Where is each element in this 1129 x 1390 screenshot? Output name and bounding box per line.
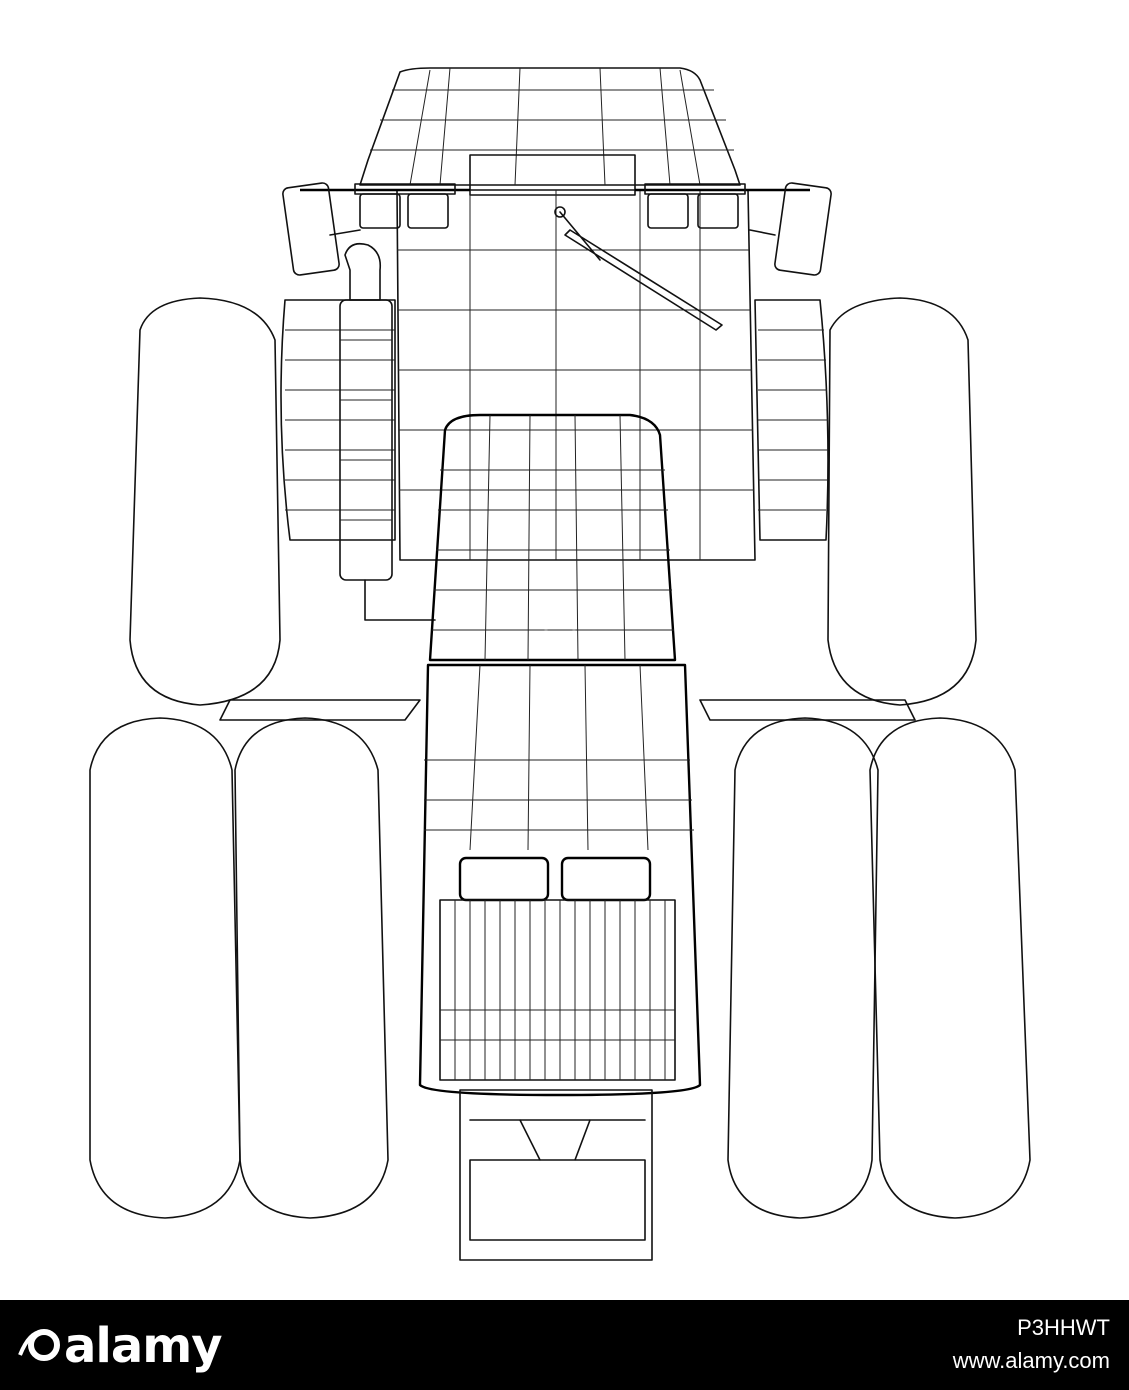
alamy-logo-icon [544, 614, 576, 646]
rear-fenders [280, 299, 829, 541]
exhaust-pipe [339, 242, 436, 621]
front-grille [439, 899, 676, 1081]
cab-roof [359, 67, 741, 196]
engine-hood [428, 413, 677, 662]
front-wheel-right-outer [869, 717, 1031, 1219]
wiper-icon [559, 211, 723, 331]
front-fenders [219, 699, 916, 721]
tractor-wireframe-drawing [89, 67, 1031, 1261]
footer-graphic: alamy P3HHWT www.alamy.com [18, 1315, 1110, 1374]
footer-url[interactable]: www.alamy.com [952, 1348, 1110, 1373]
side-mirrors [282, 182, 832, 276]
front-body [418, 663, 702, 1097]
front-wheel-left-inner [234, 717, 389, 1219]
footer-image-id: P3HHWT [1017, 1315, 1110, 1340]
front-wheel-right-inner [727, 717, 879, 1219]
headlights [458, 856, 652, 902]
roof-lights [300, 183, 810, 229]
alamy-logo-icon [18, 1329, 60, 1361]
footer-bar: alamy P3HHWT www.alamy.com [0, 1300, 1129, 1390]
tractor-wireframe-icon [89, 67, 1031, 1261]
rear-wheel-left [129, 297, 281, 706]
front-wheel-left-outer [89, 717, 241, 1219]
footer-brand: alamy [64, 1318, 222, 1374]
rear-wheel-right [827, 297, 977, 706]
front-ballast-weight [459, 1089, 653, 1261]
cab-windshield [396, 189, 756, 561]
